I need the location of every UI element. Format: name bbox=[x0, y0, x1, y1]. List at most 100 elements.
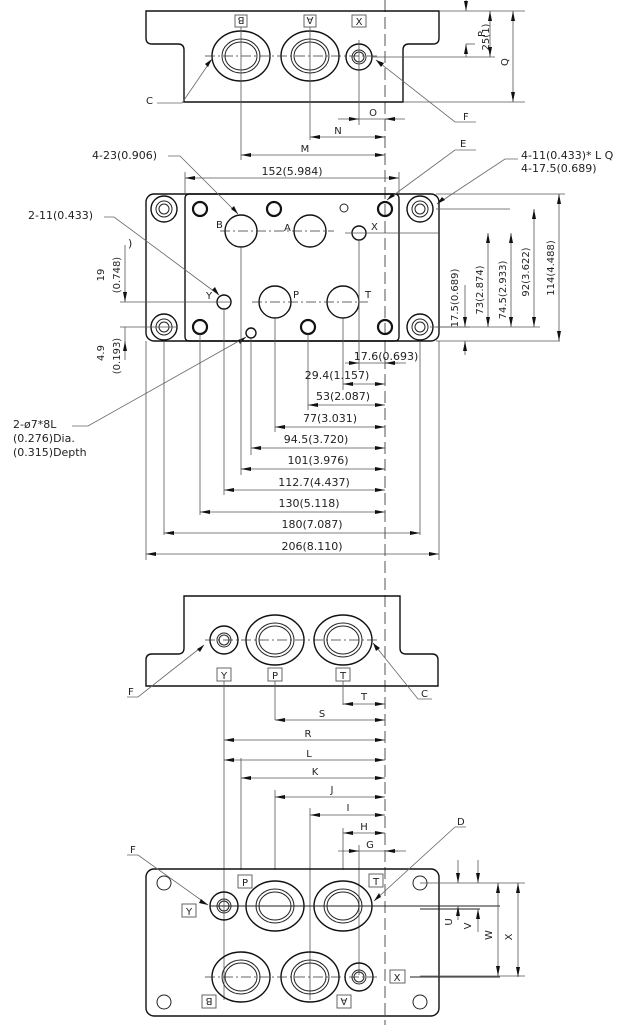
port-tag-box-A bbox=[303, 14, 317, 28]
bottom-tag-T: T bbox=[372, 877, 380, 888]
callout-C-front: C bbox=[421, 689, 428, 700]
dim-L: L bbox=[306, 749, 312, 760]
dim-K: K bbox=[312, 767, 319, 778]
callout-D-bottom: D bbox=[457, 817, 465, 828]
dim-I: I bbox=[347, 803, 350, 814]
plan-vertical-dims: 17.5(0.689) 73(2.874) 74.5(2.933) 92(3.6… bbox=[430, 193, 565, 355]
top-view: B A X 25(1) P Q O N M C F bbox=[145, 0, 525, 160]
front-view-body-outline bbox=[145, 595, 439, 687]
vdim-114: 114(4.488) bbox=[546, 240, 557, 296]
front-view: Y P T F C T bbox=[127, 595, 439, 1000]
plan-label-T: T bbox=[364, 290, 372, 301]
pin-callout-line3: (0.315)Depth bbox=[13, 446, 87, 459]
dim-25: 25(1) bbox=[481, 23, 492, 50]
bottom-tag-box-B bbox=[201, 994, 217, 1009]
vdim-74-5: 74.5(2.933) bbox=[498, 261, 509, 320]
callout-C-top: C bbox=[146, 96, 153, 107]
dim-N: N bbox=[334, 126, 341, 137]
bottom-tag-P: P bbox=[242, 878, 248, 889]
dim-4-9-in: (0.193) bbox=[112, 338, 123, 375]
front-tag-Y: Y bbox=[220, 671, 228, 682]
bottom-tag-X: X bbox=[394, 973, 401, 984]
hdim-206: 206(8.110) bbox=[281, 540, 342, 553]
callout-F-bottom: F bbox=[130, 845, 136, 856]
port-tag-X: X bbox=[356, 17, 363, 28]
plan-plate-outline bbox=[145, 193, 440, 342]
vdim-73: 73(2.874) bbox=[475, 265, 486, 314]
plan-label-X: X bbox=[371, 222, 378, 233]
bottom-tag-B: B bbox=[205, 995, 212, 1006]
bottom-tag-box-T bbox=[368, 873, 384, 888]
plan-extension-lines bbox=[145, 240, 440, 560]
front-tag-T: T bbox=[339, 671, 347, 682]
dim-T-front: T bbox=[360, 692, 368, 703]
dim-X: X bbox=[504, 933, 515, 940]
locating-pin-hole bbox=[245, 327, 257, 339]
hdim-77: 77(3.031) bbox=[303, 412, 357, 425]
dim-P: P bbox=[477, 31, 488, 37]
top-view-body-outline bbox=[145, 10, 440, 103]
callout-F-front: F bbox=[128, 687, 134, 698]
plan-label-A: A bbox=[284, 223, 291, 234]
dim-19: 19 bbox=[96, 269, 107, 282]
dim-U: U bbox=[444, 918, 455, 925]
hdim-17-6: 17.6(0.693) bbox=[354, 350, 419, 363]
dim-H: H bbox=[360, 822, 368, 833]
letter-dims: S R L K J I H G bbox=[224, 709, 406, 1000]
bottom-view: P T Y B A X F D U V W X bbox=[127, 817, 525, 1017]
plan-label-P: P bbox=[293, 290, 299, 301]
paren-mark: ) bbox=[128, 237, 132, 250]
hdim-130: 130(5.118) bbox=[278, 497, 339, 510]
hdim-94-5: 94.5(3.720) bbox=[284, 433, 349, 446]
hdim-29-4: 29.4(1.157) bbox=[305, 369, 370, 382]
plan-view: B A X Y P T 152(5.984) 4-23(0.906) E 4-1… bbox=[13, 139, 614, 560]
bottom-tag-A: A bbox=[340, 995, 347, 1006]
callout-2-11: 2-11(0.433) bbox=[28, 209, 93, 222]
valve-mounting-holes bbox=[191, 200, 394, 336]
bottom-tag-box-X bbox=[389, 969, 406, 984]
dim-O: O bbox=[369, 108, 377, 119]
port-tag-A: A bbox=[306, 14, 313, 25]
dim-S: S bbox=[319, 709, 325, 720]
bottom-tag-box-Y bbox=[181, 903, 197, 918]
hdim-112-7: 112.7(4.437) bbox=[278, 476, 350, 489]
hdim-53: 53(2.087) bbox=[316, 390, 370, 403]
dim-W: W bbox=[484, 930, 495, 940]
callout-bolt-line1: 4-11(0.433)* L Q bbox=[521, 149, 614, 162]
vdim-92: 92(3.622) bbox=[521, 247, 532, 296]
dim-V: V bbox=[463, 922, 474, 929]
plan-horizontal-dims: 17.6(0.693) 29.4(1.157) 53(2.087) 77(3.0… bbox=[146, 350, 439, 556]
callout-E: E bbox=[460, 139, 466, 150]
corner-bolt-holes bbox=[150, 195, 434, 341]
plan-label-B: B bbox=[216, 220, 223, 231]
bottom-corner-holes bbox=[156, 875, 428, 1010]
pin-callout-line1: 2-ø7*8L bbox=[13, 418, 57, 431]
dim-G: G bbox=[366, 840, 374, 851]
dim-Q: Q bbox=[500, 58, 511, 66]
plan-label-Y: Y bbox=[205, 291, 213, 302]
port-tag-box-X bbox=[351, 14, 367, 28]
pin-callout-line2: (0.276)Dia. bbox=[13, 432, 75, 445]
vdim-17-5: 17.5(0.689) bbox=[450, 269, 461, 328]
front-tag-P: P bbox=[272, 671, 278, 682]
hdim-101: 101(3.976) bbox=[287, 454, 348, 467]
center-marks bbox=[120, 208, 560, 342]
bottom-tag-box-P bbox=[237, 874, 253, 889]
callout-F-top: F bbox=[463, 112, 469, 123]
callout-bolt-line2: 4-17.5(0.689) bbox=[521, 162, 597, 175]
port-tag-box-B bbox=[234, 14, 248, 28]
bottom-tag-Y: Y bbox=[185, 907, 193, 918]
dim-J: J bbox=[330, 785, 334, 796]
dim-152: 152(5.984) bbox=[261, 165, 322, 178]
dim-4-9: 4.9 bbox=[96, 345, 107, 361]
bottom-plate-outline bbox=[145, 868, 440, 1017]
bottom-tag-box-A bbox=[336, 994, 352, 1009]
port-tag-B: B bbox=[237, 14, 244, 25]
dim-R: R bbox=[305, 729, 312, 740]
plan-valve-footprint bbox=[184, 193, 400, 342]
callout-4-23: 4-23(0.906) bbox=[92, 149, 157, 162]
hdim-180: 180(7.087) bbox=[281, 518, 342, 531]
dim-M: M bbox=[301, 144, 310, 155]
dim-19-in: (0.748) bbox=[112, 257, 123, 294]
